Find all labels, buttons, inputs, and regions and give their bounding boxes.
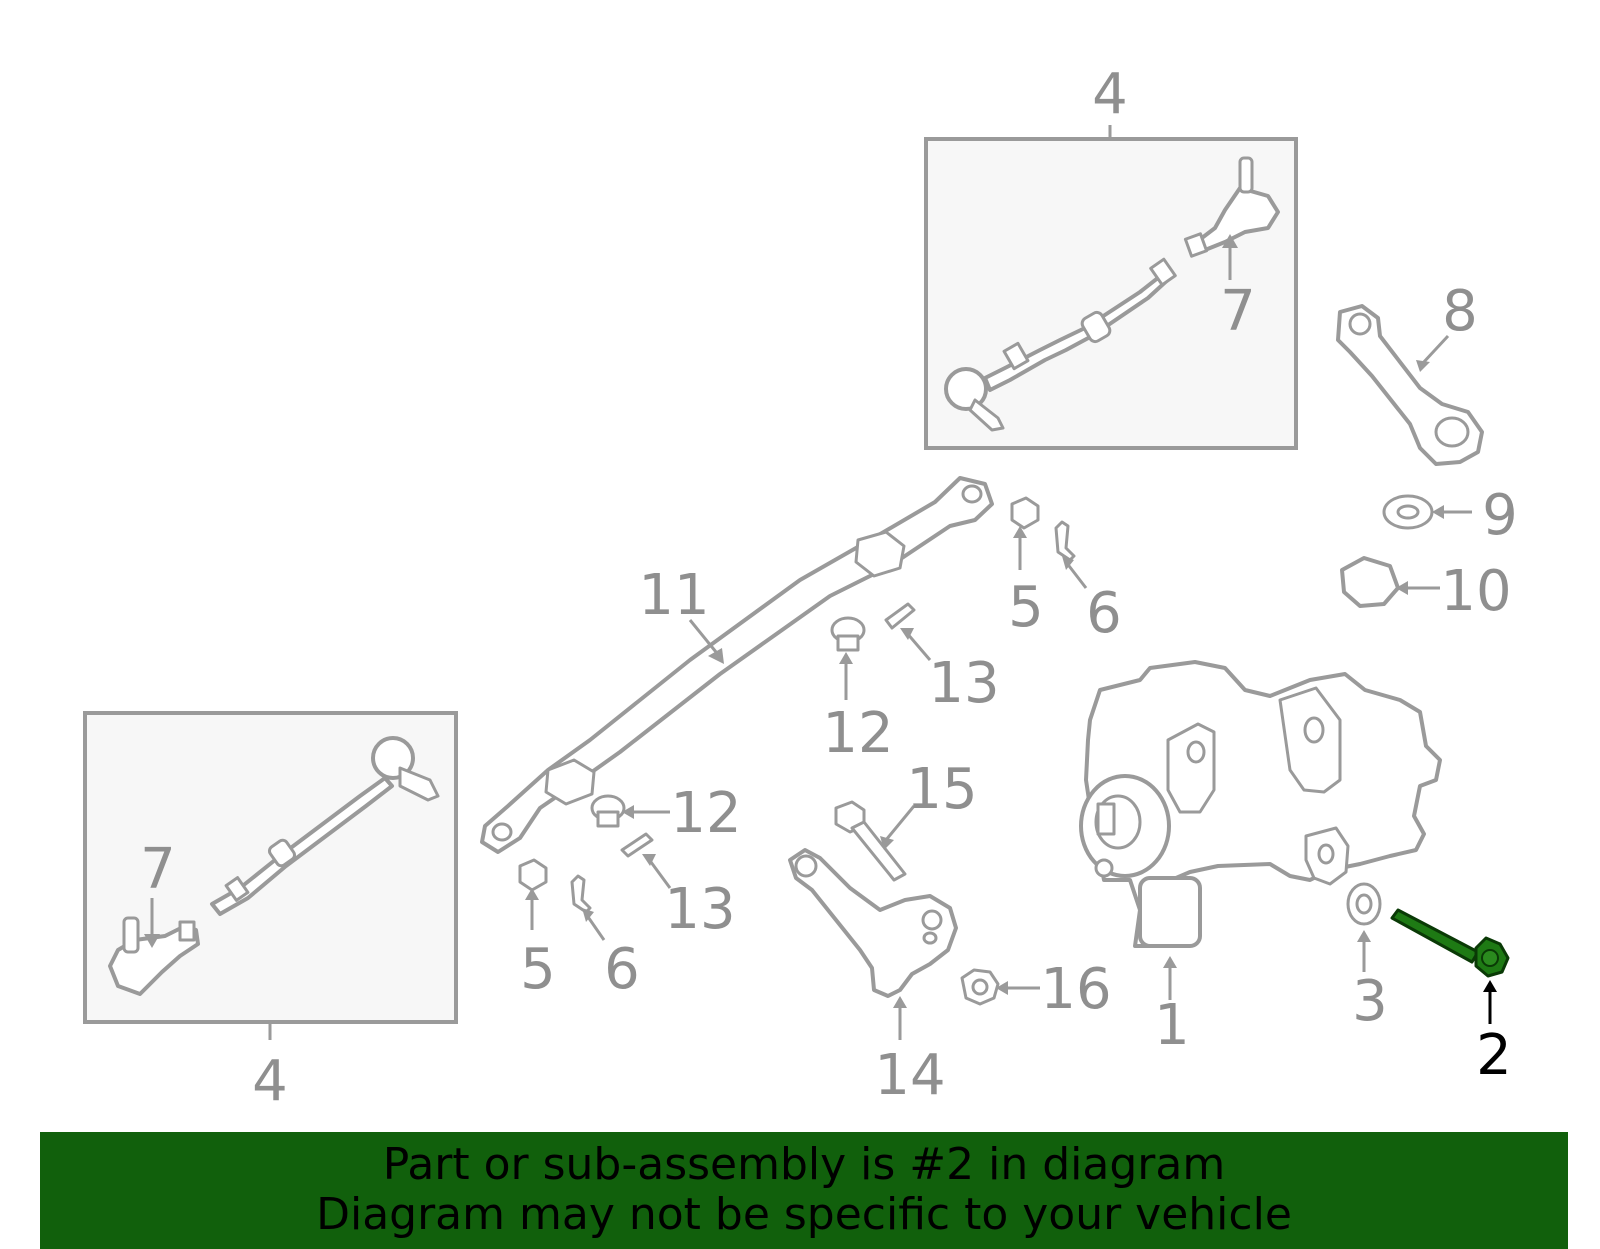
nut-5-left xyxy=(518,858,548,892)
callout-8: 8 xyxy=(1442,279,1478,344)
callout-4-bottom: 4 xyxy=(252,1049,288,1114)
nut-10 xyxy=(1340,556,1400,608)
pitman-arm-8 xyxy=(1336,304,1484,466)
callout-10: 10 xyxy=(1440,559,1511,624)
callout-12-mid: 12 xyxy=(670,781,741,846)
center-link-11 xyxy=(480,476,994,854)
steering-gear-1 xyxy=(1079,660,1442,948)
callout-6-right: 6 xyxy=(1086,581,1122,646)
callout-7-left: 7 xyxy=(140,837,176,902)
callout-9: 9 xyxy=(1482,483,1518,548)
inset-box-top: 4 7 xyxy=(924,62,1298,450)
tie-rod-top xyxy=(944,257,1177,432)
callout-13-top: 13 xyxy=(928,651,999,716)
callout-1: 1 xyxy=(1154,993,1190,1058)
callout-14: 14 xyxy=(874,1043,945,1108)
nut-5-right xyxy=(1010,496,1040,530)
washer-3 xyxy=(1346,882,1382,926)
bolt-15 xyxy=(834,800,907,882)
callout-5-left: 5 xyxy=(520,937,556,1002)
callout-3: 3 xyxy=(1352,969,1388,1034)
cotter-pin-13-mid xyxy=(620,832,654,858)
callout-2: 2 xyxy=(1476,1023,1512,1088)
nut-12-top xyxy=(830,616,866,652)
callout-16: 16 xyxy=(1040,957,1111,1022)
tie-rod-end-top xyxy=(1183,156,1280,258)
cotter-pin-13-top xyxy=(884,602,916,630)
washer-9 xyxy=(1382,494,1434,530)
nut-16 xyxy=(960,968,1000,1006)
callout-5-right: 5 xyxy=(1008,575,1044,640)
inset-box-bottom: 4 7 xyxy=(83,711,458,1114)
nut-12-mid xyxy=(590,794,626,828)
cotter-pin-6-left xyxy=(570,874,592,914)
callout-7-top: 7 xyxy=(1220,279,1256,344)
idler-arm-14 xyxy=(788,848,958,998)
banner-line-1: Part or sub-assembly is #2 in diagram xyxy=(382,1139,1226,1190)
tie-rod-bottom xyxy=(210,736,440,916)
tie-rod-end-bottom xyxy=(108,916,200,996)
callout-13-mid: 13 xyxy=(664,877,735,942)
callout-11: 11 xyxy=(638,563,709,628)
banner-line-2: Diagram may not be specific to your vehi… xyxy=(316,1189,1292,1240)
cotter-pin-6-right xyxy=(1054,520,1076,562)
callout-12-top: 12 xyxy=(822,701,893,766)
info-banner: Part or sub-assembly is #2 in diagram Di… xyxy=(40,1132,1568,1249)
callout-6-left: 6 xyxy=(604,937,640,1002)
callout-15: 15 xyxy=(906,757,977,822)
bolt-2-highlighted xyxy=(1390,908,1510,978)
callout-4-top: 4 xyxy=(1092,62,1128,127)
